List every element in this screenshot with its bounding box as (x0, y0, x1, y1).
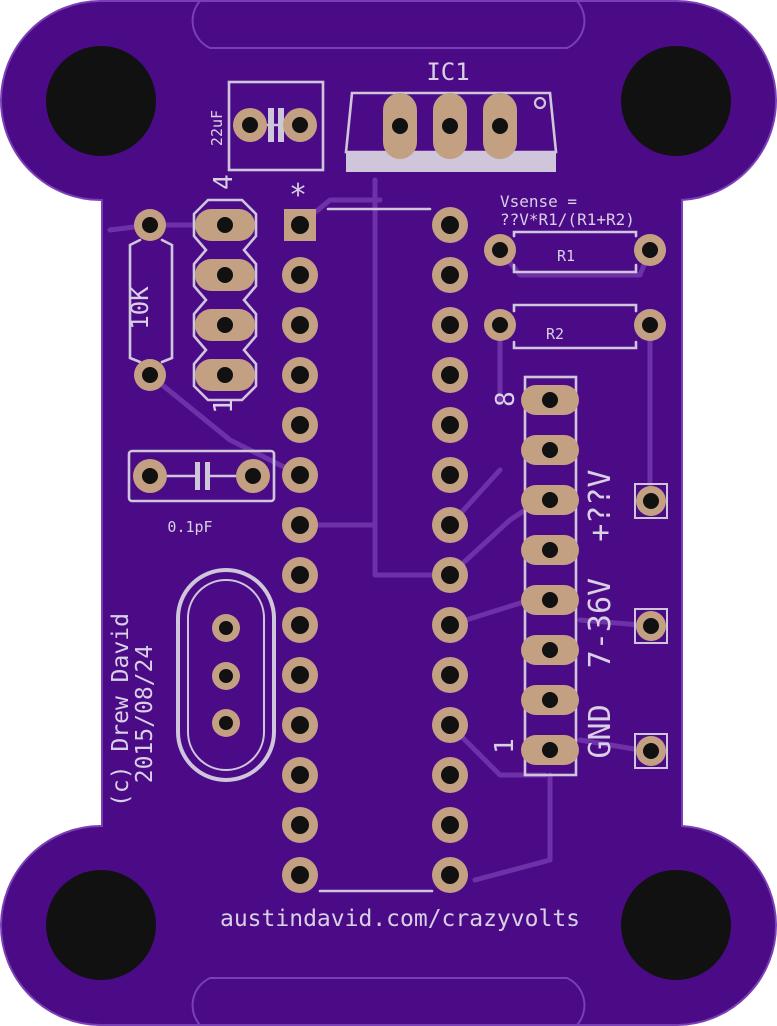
credit-date: 2015/08/24 (132, 645, 158, 783)
pin1-marker: * (289, 178, 307, 213)
dip-pin (432, 257, 468, 293)
project-url: austindavid.com/crazyvolts (220, 906, 580, 932)
capacitor-22uf: 22uF (208, 80, 325, 172)
dip-pin (284, 209, 316, 241)
dip-pin (432, 657, 468, 693)
vsense-note: Vsense = ??V*R1/(R1+R2) (500, 192, 635, 229)
crystal-oscillator (176, 568, 276, 782)
header-pin4-label: 4 (209, 174, 239, 190)
conn-pin1-label: 1 (490, 738, 520, 754)
r1-label: R1 (557, 247, 575, 265)
eight-pin-connector: 8 1 (490, 375, 579, 777)
dip-pin (432, 457, 468, 493)
dip-pin (432, 307, 468, 343)
dip-pin (282, 757, 318, 793)
dip-pin (432, 607, 468, 643)
dip-pin (432, 507, 468, 543)
cap-0-1pf-label: 0.1pF (167, 518, 212, 536)
dip-pin (432, 557, 468, 593)
ic1-regulator: IC1 (344, 58, 558, 172)
dip-pin (282, 507, 318, 543)
dip-pin (282, 307, 318, 343)
resistor-r1: R1 (484, 230, 666, 274)
dip-pin (282, 357, 318, 393)
dip-pin (432, 707, 468, 743)
mounting-hole-top-left (46, 46, 156, 156)
connector-pin (521, 535, 579, 565)
dip28-microcontroller: * (282, 178, 468, 893)
cap-22uf-label: 22uF (208, 110, 226, 146)
dip-pin (282, 807, 318, 843)
connector-pin (521, 435, 579, 465)
connector-pin (521, 385, 579, 415)
credit-author: (c) Drew David (108, 613, 134, 807)
dip-pin (282, 607, 318, 643)
dip-pin (282, 857, 318, 893)
dip-pin (282, 257, 318, 293)
capacitor-0-1pf: 0.1pF (127, 449, 276, 536)
connector-pin (521, 735, 579, 765)
potentiometer-10k: 10K (126, 209, 174, 391)
ic1-label: IC1 (426, 58, 469, 86)
dip-pin (282, 657, 318, 693)
vsense-line-2: ??V*R1/(R1+R2) (500, 210, 635, 229)
r2-label: R2 (546, 325, 564, 343)
dip-pin (432, 757, 468, 793)
dip-pin (282, 457, 318, 493)
vsense-line-1: Vsense = (500, 192, 577, 211)
mounting-hole-bottom-left (46, 870, 156, 980)
dip-pin (432, 407, 468, 443)
pot-label: 10K (126, 286, 154, 330)
power-pads (634, 483, 668, 769)
mounting-hole-top-right (621, 46, 731, 156)
connector-pin (521, 685, 579, 715)
header-pin1-label: 1 (209, 398, 239, 414)
dip-pin (432, 807, 468, 843)
connector-pin (521, 585, 579, 615)
conn-pin8-label: 8 (491, 391, 521, 407)
connector-pin (521, 635, 579, 665)
dip-pin (432, 857, 468, 893)
mounting-hole-bottom-right (621, 870, 731, 980)
four-pin-header: 4 1 (192, 174, 258, 414)
dip-pin (432, 357, 468, 393)
connector-pin (521, 485, 579, 515)
power-rail-labels: GND 7-36V +??V (583, 470, 618, 759)
dip-pin (282, 557, 318, 593)
dip-pin (432, 207, 468, 243)
dip-pin (282, 707, 318, 743)
dip-pin (282, 407, 318, 443)
resistor-r2: R2 (484, 303, 666, 350)
